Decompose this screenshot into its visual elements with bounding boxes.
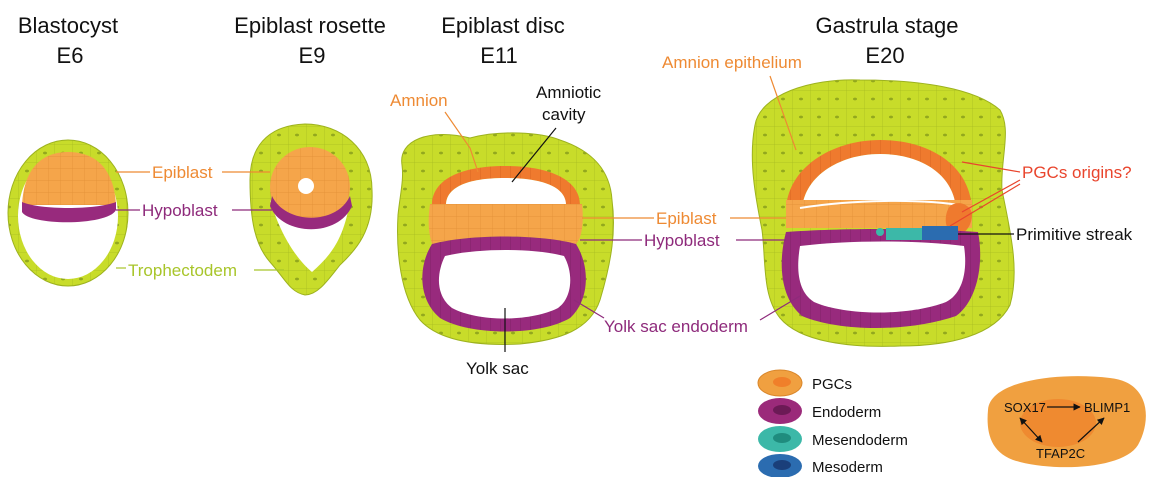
- label-trophectoderm: Trophectodem: [116, 261, 284, 280]
- stage-name: Gastrula stage: [815, 13, 958, 38]
- primitive-streak-label: Primitive streak: [1016, 225, 1133, 244]
- amnion-label: Amnion: [390, 91, 448, 110]
- stage-name: Blastocyst: [18, 13, 118, 38]
- stage-day: E9: [299, 43, 326, 68]
- legend-item-endoderm: Endoderm: [758, 398, 881, 424]
- stage-name: Epiblast rosette: [234, 13, 386, 38]
- yolk-sac-endoderm-label: Yolk sac endoderm: [604, 317, 748, 336]
- legend-label: PGCs: [812, 376, 852, 393]
- gastrula-illustration: [752, 80, 1014, 347]
- blastocyst-illustration: [8, 140, 128, 286]
- amnion-epithelium-label: Amnion epithelium: [662, 53, 802, 72]
- label-hypoblast-blastocyst: Hypoblast: [116, 201, 272, 220]
- legend-label: Mesendoderm: [812, 432, 908, 449]
- stage-day: E11: [480, 43, 518, 68]
- stage-day: E20: [865, 43, 904, 68]
- epiblast-label: Epiblast: [656, 209, 717, 228]
- yolk-sac-label: Yolk sac: [466, 359, 529, 378]
- stage-title-blastocyst: Blastocyst E6: [18, 13, 118, 68]
- stage-title-gastrula: Gastrula stage E20: [815, 13, 958, 68]
- legend-item-mesendoderm: Mesendoderm: [758, 426, 908, 452]
- stage-name: Epiblast disc: [441, 13, 565, 38]
- hypoblast-label: Hypoblast: [142, 201, 218, 220]
- sox17-label: SOX17: [1004, 400, 1046, 415]
- legend-item-pgcs: PGCs: [758, 370, 852, 396]
- stage-day: E6: [57, 43, 84, 68]
- legend-item-mesoderm: Mesoderm: [758, 454, 883, 477]
- blimp1-label: BLIMP1: [1084, 400, 1130, 415]
- legend-label: Endoderm: [812, 404, 881, 421]
- hypoblast-label: Hypoblast: [644, 231, 720, 250]
- amniotic-label-line1: Amniotic: [536, 83, 602, 102]
- label-epiblast-blastocyst: Epiblast: [116, 163, 270, 182]
- tfap2c-label: TFAP2C: [1036, 446, 1085, 461]
- epiblast-label: Epiblast: [152, 163, 213, 182]
- amniotic-label-line2: cavity: [542, 105, 586, 124]
- stage-title-epiblast-rosette: Epiblast rosette E9: [234, 13, 386, 68]
- legend: PGCs Endoderm Mesendoderm Mesoderm: [758, 370, 908, 477]
- pgcs-origins-label: PGCs origins?: [1022, 163, 1132, 182]
- label-yolk-sac-endoderm: Yolk sac endoderm: [574, 296, 800, 336]
- stage-title-epiblast-disc: Epiblast disc E11: [441, 13, 565, 68]
- pgc-network-cell: SOX17 BLIMP1 TFAP2C: [988, 376, 1146, 467]
- trophectoderm-label: Trophectodem: [128, 261, 237, 280]
- legend-label: Mesoderm: [812, 459, 883, 476]
